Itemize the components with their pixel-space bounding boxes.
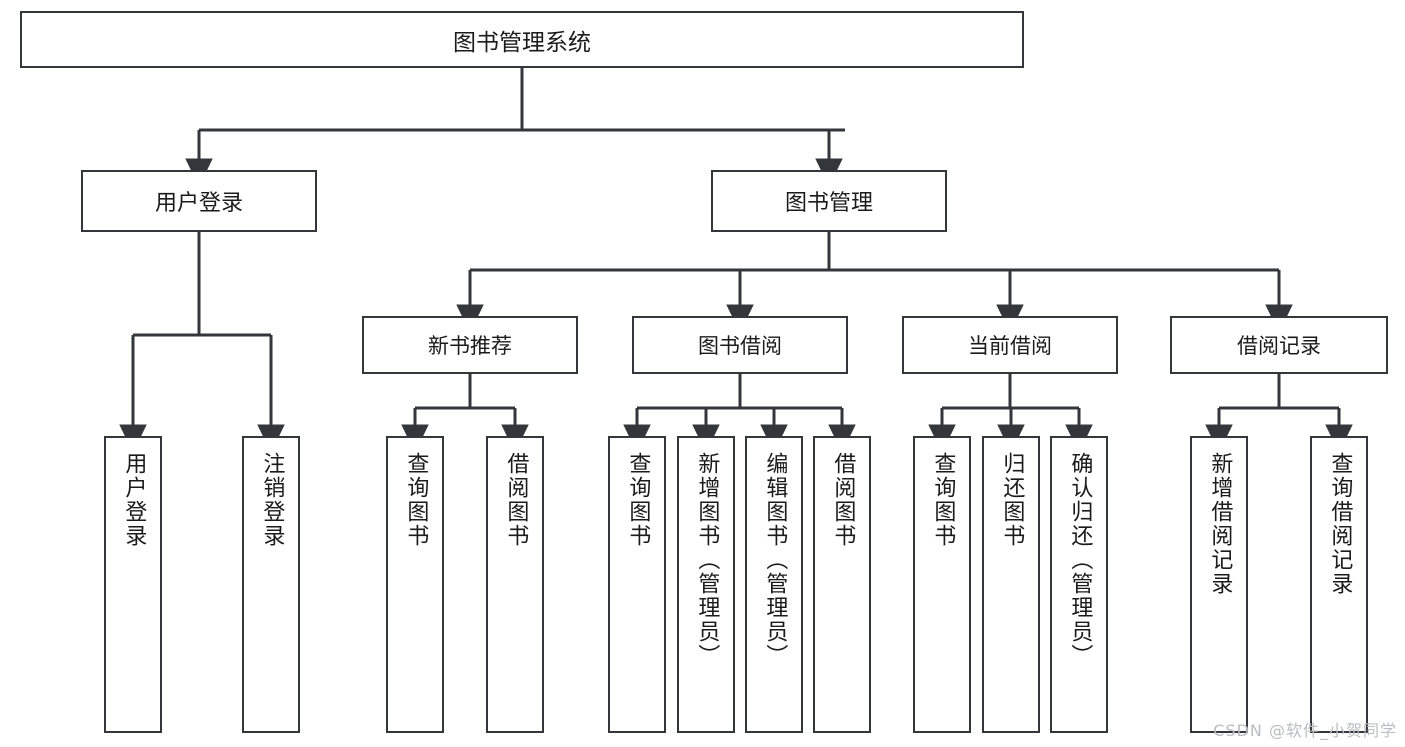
leaf-recommend-query-book-label: 查询图书 [403, 452, 429, 548]
leaf-recommend-borrow-book[interactable]: 借阅图书 [486, 436, 544, 733]
node-user-login[interactable]: 用户登录 [81, 170, 317, 232]
node-book-borrow-label: 图书借阅 [698, 334, 782, 358]
leaf-borrow-add-book[interactable]: 新增图书（管理员） [677, 436, 735, 733]
leaf-recommend-borrow-book-label: 借阅图书 [503, 452, 529, 548]
leaf-user-login[interactable]: 用户登录 [104, 436, 162, 733]
leaf-user-login-label: 用户登录 [121, 452, 147, 548]
leaf-current-query-book[interactable]: 查询图书 [913, 436, 971, 733]
node-root-label: 图书管理系统 [453, 29, 591, 56]
leaf-borrow-add-book-label: 新增图书（管理员） [694, 452, 720, 668]
leaf-record-query[interactable]: 查询借阅记录 [1310, 436, 1368, 733]
leaf-borrow-edit-book[interactable]: 编辑图书（管理员） [745, 436, 803, 733]
node-new-book-recommend[interactable]: 新书推荐 [362, 316, 578, 374]
leaf-borrow-query-book-label: 查询图书 [625, 452, 651, 548]
leaf-recommend-query-book[interactable]: 查询图书 [386, 436, 444, 733]
leaf-current-query-book-label: 查询图书 [930, 452, 956, 548]
leaf-current-confirm-return[interactable]: 确认归还（管理员） [1050, 436, 1108, 733]
leaf-borrow-borrow-book-label: 借阅图书 [830, 452, 856, 548]
leaf-current-return-book-label: 归还图书 [999, 452, 1025, 548]
leaf-record-add[interactable]: 新增借阅记录 [1190, 436, 1248, 733]
node-root[interactable]: 图书管理系统 [20, 11, 1024, 68]
leaf-record-query-label: 查询借阅记录 [1327, 452, 1353, 596]
node-current-borrow[interactable]: 当前借阅 [902, 316, 1118, 374]
leaf-current-return-book[interactable]: 归还图书 [982, 436, 1040, 733]
node-user-login-label: 用户登录 [154, 191, 243, 216]
node-current-borrow-label: 当前借阅 [968, 334, 1052, 358]
leaf-borrow-query-book[interactable]: 查询图书 [608, 436, 666, 733]
node-book-management[interactable]: 图书管理 [711, 170, 947, 232]
node-borrow-record[interactable]: 借阅记录 [1170, 316, 1388, 374]
leaf-borrow-edit-book-label: 编辑图书（管理员） [762, 452, 788, 668]
leaf-user-logout[interactable]: 注销登录 [242, 436, 300, 733]
leaf-current-confirm-return-label: 确认归还（管理员） [1067, 452, 1093, 668]
watermark: CSDN @软件_小贺同学 [1213, 721, 1397, 740]
node-book-borrow[interactable]: 图书借阅 [632, 316, 848, 374]
node-borrow-record-label: 借阅记录 [1237, 334, 1321, 358]
leaf-record-add-label: 新增借阅记录 [1207, 452, 1233, 596]
leaf-user-logout-label: 注销登录 [259, 452, 285, 548]
leaf-borrow-borrow-book[interactable]: 借阅图书 [813, 436, 871, 733]
node-book-management-label: 图书管理 [784, 191, 873, 216]
node-new-book-recommend-label: 新书推荐 [428, 334, 512, 358]
